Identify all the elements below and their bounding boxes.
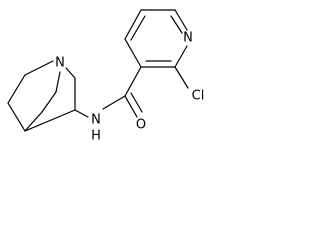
bond-carbonyl-o-double <box>130 92 143 113</box>
bridgehead-nitrogen-label: N <box>55 56 65 71</box>
bond-n1-c6-inner <box>170 15 183 34</box>
bond-n-c3quin <box>74 109 89 118</box>
bond-n-c7q <box>55 71 61 93</box>
carbonyl-oxygen-label: O <box>136 118 146 133</box>
amide-nitrogen-label: N <box>91 113 101 128</box>
pyridine-ring <box>124 9 188 68</box>
bond-c8q-c4q <box>24 111 43 132</box>
bond-c4q-c3q <box>24 109 76 132</box>
bond-c7q-c8q <box>41 91 57 113</box>
bond-c2-cl <box>174 66 189 89</box>
bond-n-c6q <box>24 60 54 76</box>
quinuclidine-cage <box>7 60 76 132</box>
bond-c5-c4 <box>124 9 142 40</box>
bond-carbonyl-o <box>124 95 138 118</box>
chlorine-label: Cl <box>192 89 205 104</box>
bond-n1-c6 <box>174 9 188 31</box>
bond-c5-c4-inner <box>130 15 146 41</box>
bond-carbonyl-n <box>102 95 126 110</box>
bond-c4-c3 <box>124 38 142 68</box>
bond-c2-n1 <box>174 45 188 68</box>
bond-c3-carbonyl <box>124 66 142 97</box>
chemical-structure-diagram: N Cl O N H N <box>7 9 205 144</box>
bond-c5q-c4q <box>7 102 26 132</box>
bond-c6q-c5q <box>7 74 26 104</box>
pyridine-nitrogen-label: N <box>183 31 193 46</box>
bond-c2q-n <box>65 67 76 79</box>
amide-hydrogen-label: H <box>91 129 101 144</box>
